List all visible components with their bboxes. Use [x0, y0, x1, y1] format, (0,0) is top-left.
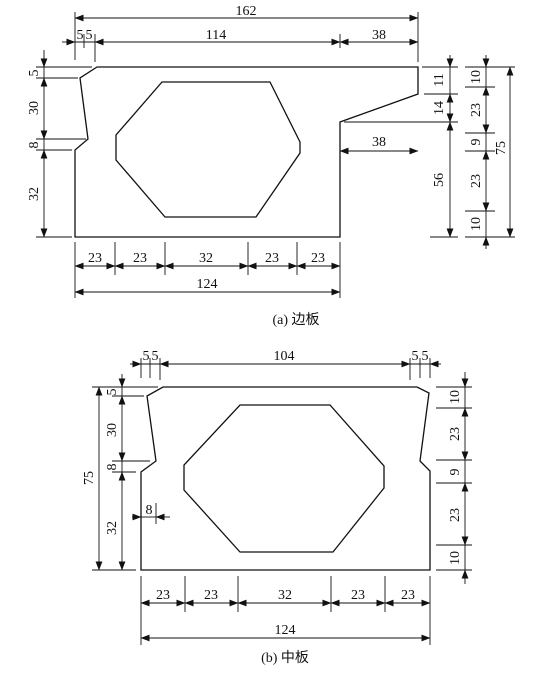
edge-slab-outline — [74, 66, 419, 238]
caption-b: (b) 中板 — [261, 650, 309, 666]
figure-b: 5 5 104 5 5 75 5 30 8 32 8 10 23 9 — [82, 349, 472, 666]
dim-b-notch-label: 8 — [146, 503, 153, 518]
middle-slab-outline — [140, 386, 431, 571]
dim-b-bottom-1-label: 23 — [156, 588, 170, 603]
dim-a-right-14-label: 14 — [432, 101, 447, 115]
dim-b-top-r1-label: 5 — [412, 349, 419, 364]
dim-a-bottom-3-label: 32 — [199, 251, 213, 266]
dim-b-bottom-total-label: 124 — [275, 623, 296, 638]
figure-a: 162 5 5 114 38 5 30 8 32 11 14 56 38 — [27, 4, 515, 328]
dim-a-bottom-total-label: 124 — [197, 277, 218, 292]
dim-a-chain-10a-label: 10 — [469, 70, 484, 84]
dim-a-left-5-label: 5 — [27, 70, 42, 77]
dim-a-top-mid-label: 114 — [206, 28, 226, 43]
dim-a-top-overall-label: 162 — [236, 4, 257, 19]
dim-a-left-32-label: 32 — [27, 187, 42, 201]
dim-b-bottom-5-label: 23 — [401, 588, 415, 603]
dim-b-chain-23a-label: 23 — [448, 427, 463, 441]
dim-a-right-56-label: 56 — [432, 173, 447, 187]
dim-b-left-8-label: 8 — [105, 464, 120, 471]
dim-b-chain-9-label: 9 — [448, 469, 463, 476]
dim-b-bottom-2-label: 23 — [204, 588, 218, 603]
dim-a-top-left2-label: 5 — [86, 28, 93, 43]
dim-a-bottom-4-label: 23 — [265, 251, 279, 266]
dim-b-top-l1-label: 5 — [143, 349, 150, 364]
dim-a-total-75-label: 75 — [494, 141, 509, 155]
dim-b-chain-10a-label: 10 — [448, 390, 463, 404]
dim-a-top-right-label: 38 — [372, 28, 386, 43]
dim-b-bottom-4-label: 23 — [351, 588, 365, 603]
dim-b-top-r2-label: 5 — [422, 349, 429, 364]
dim-a-bottom-2-label: 23 — [133, 251, 147, 266]
dim-b-chain-23b-label: 23 — [448, 508, 463, 522]
dim-b-left-total-label: 75 — [82, 471, 97, 485]
dim-a-top-left1-label: 5 — [77, 28, 84, 43]
dim-b-bottom-3-label: 32 — [278, 588, 292, 603]
caption-a: (a) 边板 — [272, 312, 319, 328]
dim-b-top-l2-label: 5 — [152, 349, 159, 364]
dim-b-top-mid-label: 104 — [274, 349, 295, 364]
dim-b-left-30-label: 30 — [105, 423, 120, 437]
dim-a-bottom-5-label: 23 — [311, 251, 325, 266]
middle-slab-hole — [183, 404, 385, 553]
dim-b-chain-10b-label: 10 — [448, 551, 463, 565]
dim-a-chain-23b-label: 23 — [469, 174, 484, 188]
dim-a-left-8-label: 8 — [27, 142, 42, 149]
dim-b-left-5-label: 5 — [105, 389, 120, 396]
dim-a-chain-23a-label: 23 — [469, 103, 484, 117]
dim-a-chain-9-label: 9 — [469, 139, 484, 146]
dim-b-left-32-label: 32 — [105, 521, 120, 535]
dim-a-right-11-label: 11 — [432, 73, 447, 86]
edge-slab-hole — [115, 81, 301, 218]
dim-a-right-38-label: 38 — [372, 135, 386, 150]
dim-a-chain-10b-label: 10 — [469, 217, 484, 231]
dim-a-left-30-label: 30 — [27, 101, 42, 115]
dim-a-bottom-1-label: 23 — [88, 251, 102, 266]
